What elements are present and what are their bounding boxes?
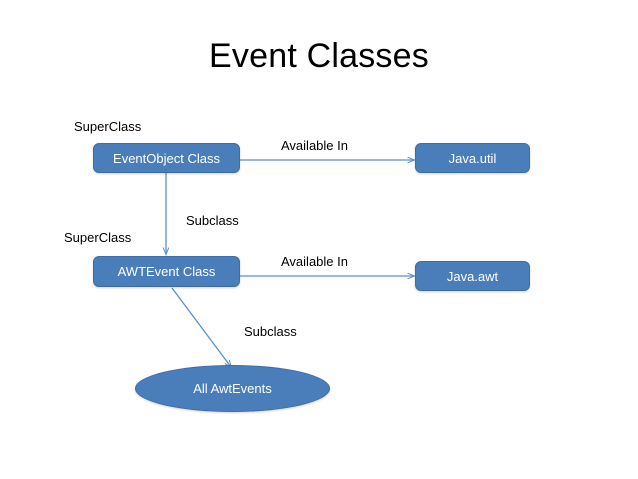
node-java-util[interactable]: Java.util <box>415 143 530 173</box>
label-superclass-awtevent: SuperClass <box>64 230 132 245</box>
node-all-awtevents[interactable]: All AwtEvents <box>135 365 330 412</box>
node-label: Java.util <box>448 150 497 166</box>
node-label: EventObject Class <box>113 150 220 166</box>
node-label: AWTEvent Class <box>117 264 216 279</box>
node-java-awt[interactable]: Java.awt <box>415 261 530 291</box>
node-eventobject-class[interactable]: EventObject Class <box>93 143 240 173</box>
page-title: Event Classes <box>209 37 429 75</box>
node-label: Java.awt <box>446 268 499 284</box>
label-subclass-allawtevents: Subclass <box>244 324 297 339</box>
label-available-in-javautil: Available In <box>281 138 348 153</box>
label-subclass-awtevent: Subclass <box>186 213 239 228</box>
node-label: All AwtEvents <box>193 381 272 396</box>
node-awtevent-class[interactable]: AWTEvent Class <box>93 256 240 287</box>
label-superclass-eventobject: SuperClass <box>74 119 142 134</box>
label-available-in-javaawt: Available In <box>281 254 348 269</box>
connector-awtevent-to-allawtevents <box>171 287 231 367</box>
